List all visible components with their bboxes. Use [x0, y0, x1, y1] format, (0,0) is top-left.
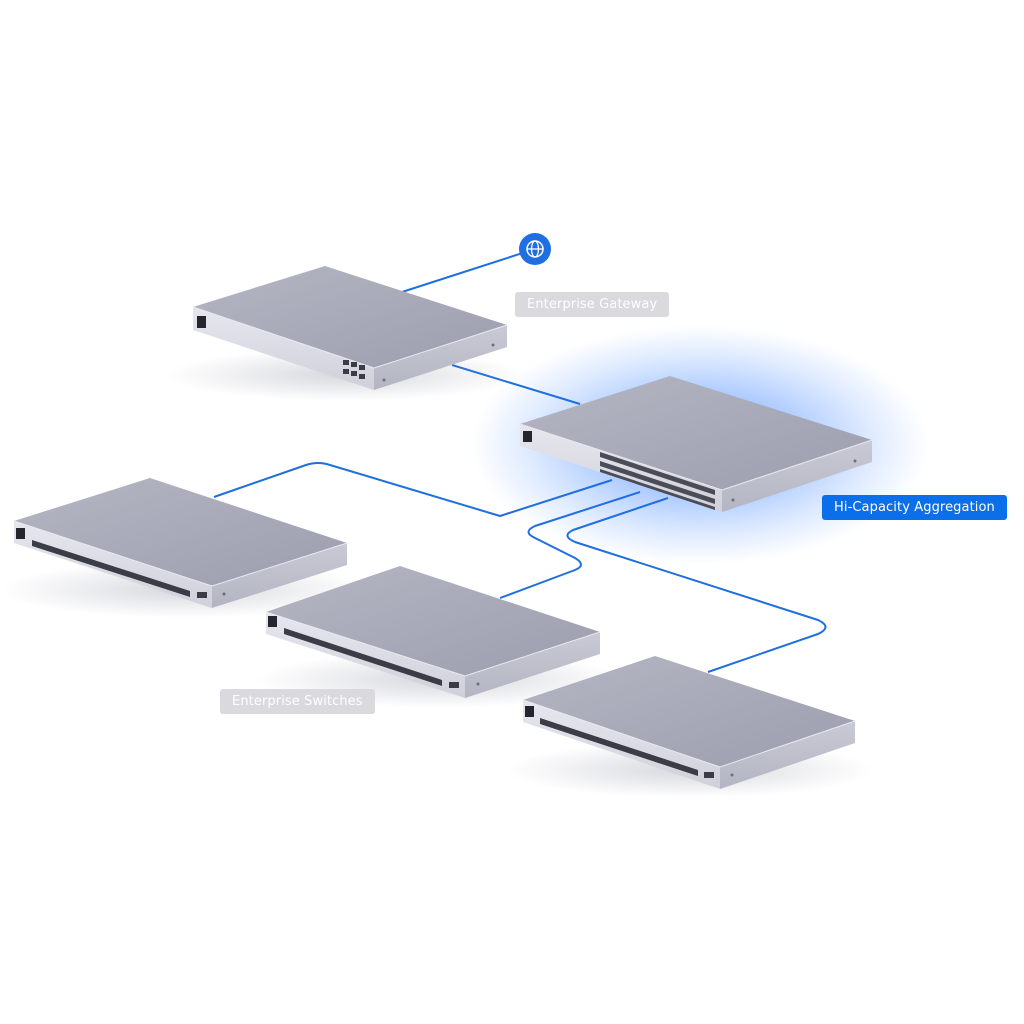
hi-capacity-aggregation-label: Hi-Capacity Aggregation — [822, 495, 1007, 520]
switch-3-console-port — [525, 706, 534, 717]
link-internet-gateway — [401, 248, 536, 293]
enterprise-switch-1-device[interactable] — [0, 478, 370, 618]
switch-2-rj45-ports — [284, 628, 442, 686]
gateway-ports — [343, 360, 365, 379]
link-aggregation-switch-3 — [566, 497, 827, 673]
enterprise-switches-label: Enterprise Switches — [220, 689, 375, 714]
switch-1-console-port — [16, 528, 25, 539]
link-aggregation-switch-2 — [499, 491, 641, 599]
network-links — [213, 248, 827, 673]
aggregation-sfp-ports — [600, 452, 715, 510]
gateway-console-port — [197, 316, 206, 328]
aggregation-switch-device[interactable] — [519, 376, 873, 512]
globe-icon — [519, 233, 551, 265]
switch-1-rj45-ports — [32, 540, 190, 597]
enterprise-gateway-label: Enterprise Gateway — [515, 292, 670, 317]
enterprise-gateway-device[interactable] — [165, 266, 525, 401]
link-aggregation-switch-1 — [213, 462, 613, 517]
enterprise-switch-2-device[interactable] — [255, 566, 625, 708]
switch-3-rj45-ports — [540, 718, 698, 776]
switch-2-console-port — [268, 616, 277, 627]
aggregation-console-port — [523, 431, 532, 442]
enterprise-switch-3-device[interactable] — [505, 656, 875, 798]
